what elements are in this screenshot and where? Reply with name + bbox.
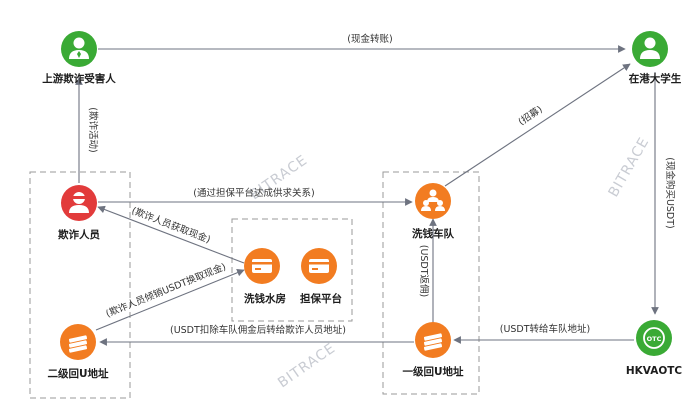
node-label-student: 在港大学生 xyxy=(629,72,682,85)
node-first-u: 一级回U地址 xyxy=(402,322,464,378)
group-box-team xyxy=(382,171,480,395)
node-label-guarantee: 担保平台 xyxy=(300,292,342,305)
node-label-second-u: 二级回U地址 xyxy=(47,367,109,380)
group-box-fraud xyxy=(29,171,131,399)
edge-label-usdt-to-team: (USDT转给车队地址) xyxy=(500,323,591,335)
node-label-first-u: 一级回U地址 xyxy=(402,365,464,378)
edge-label-sell-usdt: (欺诈人员倾销USDT换取现金) xyxy=(104,261,228,320)
edge-label-buy-usdt: (现金购买USDT) xyxy=(664,157,676,229)
edge-label-recruit: (招募) xyxy=(516,103,545,128)
card-icon xyxy=(252,259,272,273)
node-second-u: 二级回U地址 xyxy=(47,324,109,380)
node-label-washroom: 洗钱水房 xyxy=(244,292,286,305)
node-label-hkvaotc: HKVAOTC xyxy=(626,365,683,377)
watermark: BITRACE xyxy=(275,340,339,391)
team-icon xyxy=(421,189,445,211)
edge-labels: (现金转账) (欺诈活动) (招募) (现金购买USDT) (通过担保平台达成供… xyxy=(87,33,676,336)
edge-label-cash-transfer: (现金转账) xyxy=(347,33,392,45)
cash-stack-icon xyxy=(423,333,443,351)
node-hkvaotc: OTC HKVAOTC xyxy=(626,320,683,377)
node-student: 在港大学生 xyxy=(629,31,682,85)
edge-label-fraudster-cash: (欺诈人员获取现金) xyxy=(130,205,212,246)
node-guarantee: 担保平台 xyxy=(300,248,342,305)
card-icon xyxy=(309,259,329,273)
otc-icon-text: OTC xyxy=(647,335,662,343)
person-icon xyxy=(640,37,660,59)
hacker-icon xyxy=(69,192,89,213)
node-victim: 上游欺诈受害人 xyxy=(42,31,116,85)
cash-stack-icon xyxy=(68,335,88,353)
group-box-platform xyxy=(231,218,353,322)
node-fraudster: 欺诈人员 xyxy=(58,185,100,241)
group-boxes xyxy=(29,171,480,399)
edge-fraudster-cash xyxy=(97,205,245,264)
node-label-team: 洗钱车队 xyxy=(412,227,454,240)
node-washroom: 洗钱水房 xyxy=(244,248,286,305)
watermark: BITRACE xyxy=(606,134,653,200)
edge-label-supply-relation: (通过担保平台达成供求关系) xyxy=(193,187,314,199)
edge-label-usdt-deduct: (USDT扣除车队佣金后转给欺诈人员地址) xyxy=(170,324,346,336)
node-label-fraudster: 欺诈人员 xyxy=(58,228,100,241)
edge-label-usdt-return: (USDT返佣) xyxy=(418,245,430,298)
node-label-victim: 上游欺诈受害人 xyxy=(42,72,116,85)
edges xyxy=(75,45,659,346)
edge-label-fraud-activity: (欺诈活动) xyxy=(87,107,99,152)
node-team: 洗钱车队 xyxy=(412,183,454,240)
edge-recruit xyxy=(444,63,631,187)
otc-coin-icon: OTC xyxy=(643,327,665,349)
edge-sell-usdt xyxy=(95,269,245,331)
person-tie-icon xyxy=(69,37,89,59)
